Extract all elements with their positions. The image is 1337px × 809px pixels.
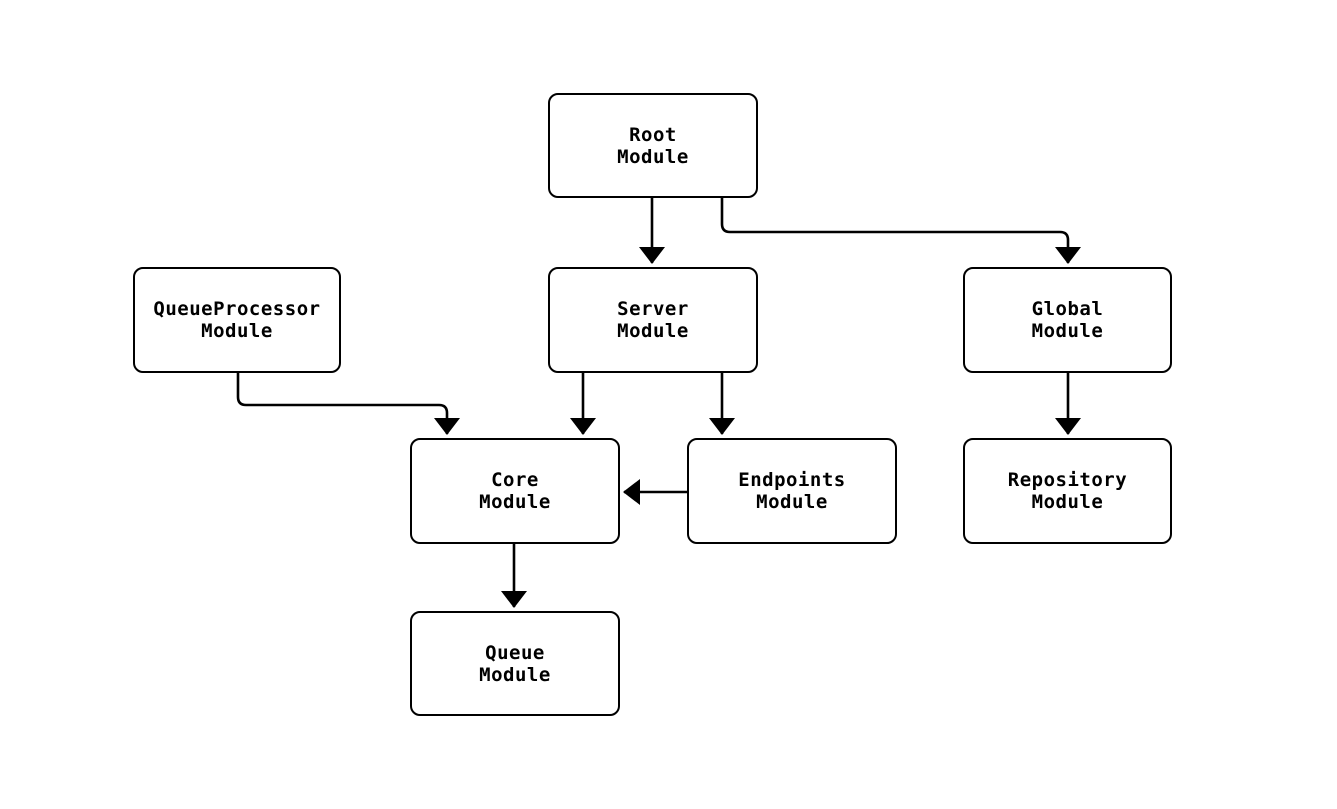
node-label-queue: Queue Module (479, 641, 551, 686)
node-endpoints: Endpoints Module (687, 438, 897, 544)
node-label-root: Root Module (617, 123, 689, 168)
node-label-server: Server Module (617, 298, 689, 342)
node-label-global: Global Module (1031, 298, 1104, 342)
node-global: Global Module (963, 267, 1172, 373)
node-label-repository: Repository Module (1007, 469, 1128, 513)
node-label-core: Core Module (479, 469, 551, 513)
node-server: Server Module (548, 267, 758, 373)
node-label-queueprocessor: QueueProcessor Module (153, 298, 321, 342)
node-label-endpoints: Endpoints Module (738, 469, 846, 513)
node-queueprocessor: QueueProcessor Module (133, 267, 341, 373)
node-core: Core Module (410, 438, 620, 544)
node-root: Root Module (548, 93, 758, 198)
node-queue: Queue Module (410, 611, 620, 716)
node-repository: Repository Module (963, 438, 1172, 544)
